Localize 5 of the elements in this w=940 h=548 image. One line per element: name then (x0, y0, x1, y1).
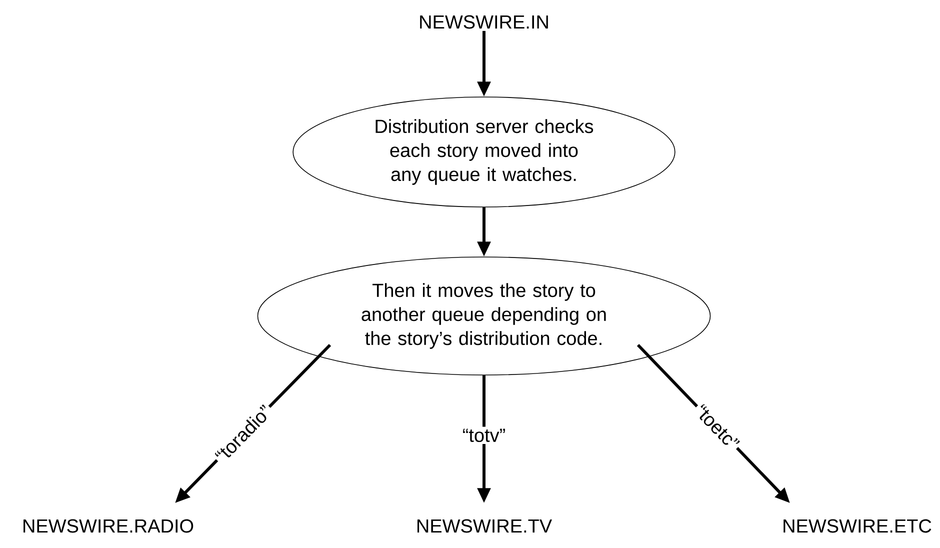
queue-label: NEWSWIRE.TV (417, 519, 552, 533)
queue-label: NEWSWIRE.ETC (784, 519, 932, 533)
queue-label: NEWSWIRE.RADIO (24, 519, 194, 533)
edge-label: “totv” (460, 426, 508, 444)
queue-label: NEWSWIRE.IN (420, 15, 548, 29)
